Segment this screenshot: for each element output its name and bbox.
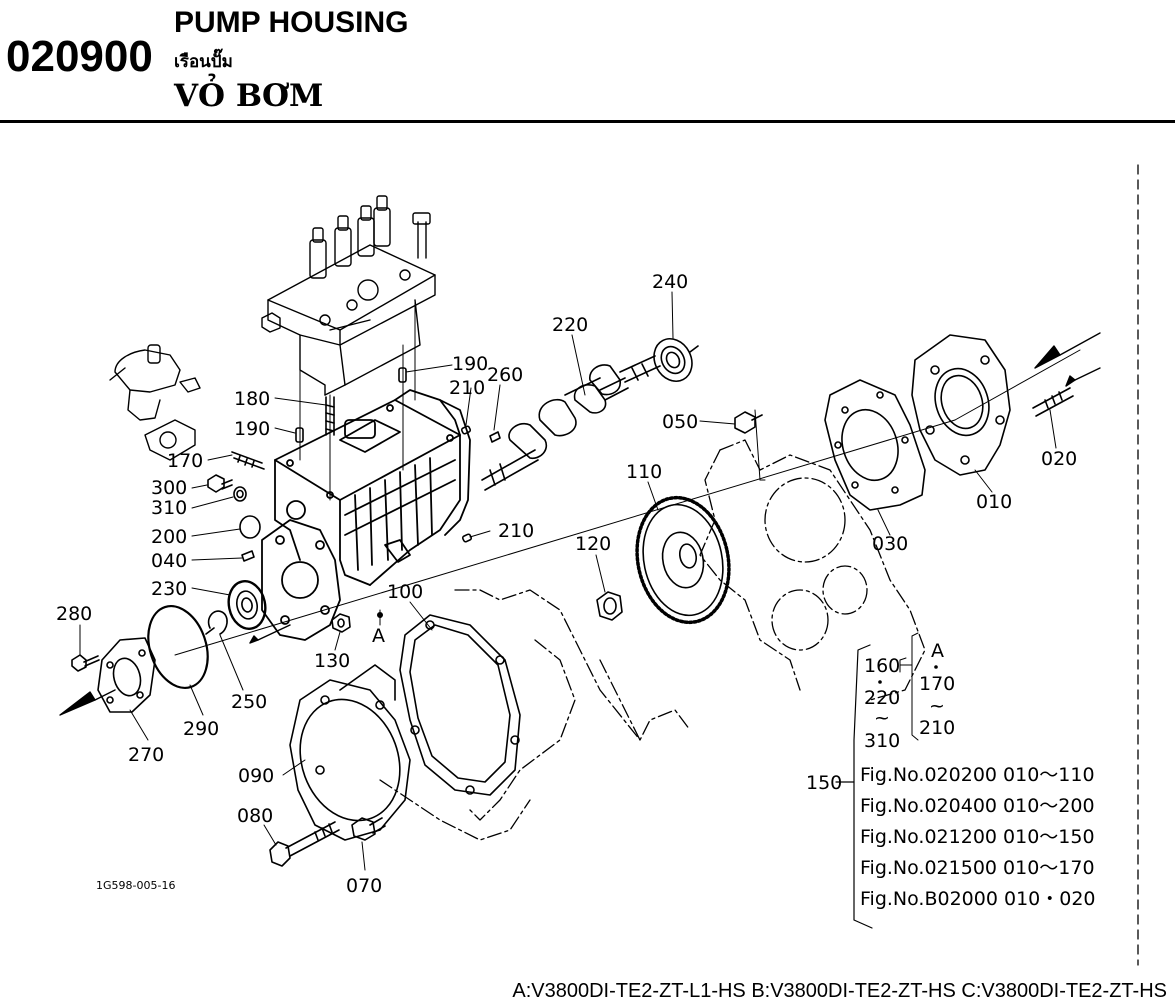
direction-arrows [59,332,1101,716]
callout-190-upper: 190 [452,353,488,375]
cover-010 [911,334,1011,476]
bolt-050 [734,411,763,434]
callout-100: 100 [387,581,423,603]
part-group-code: 020900 [6,32,153,81]
callout-110: 110 [626,461,662,483]
callout-190-lower: 190 [234,418,270,440]
callout-120: 120 [575,533,611,555]
leader-lines [79,291,1057,871]
callout-250: 250 [231,691,267,713]
pump-housing [261,389,471,641]
page-header: 020900 PUMP HOUSING เรือนปั๊ม VỎ BƠM [0,0,1175,125]
legend-fig-row-2: Fig.No.020400 010～200 [860,795,1095,817]
reference-legend: 160 220 ~ 310 A 170 ~ 210 150 Fig.No.020… [806,632,1096,929]
o-ring-290 [147,605,209,689]
title-vietnamese: VỎ BƠM [174,78,324,114]
callout-290: 290 [183,718,219,740]
title-english: PUMP HOUSING [174,6,409,39]
model-applicability-footer: A:V3800DI-TE2-ZT-L1-HS B:V3800DI-TE2-ZT-… [512,980,1167,1002]
callout-170: 170 [167,450,203,472]
callout-270: 270 [128,744,164,766]
point-a-marker [377,612,383,618]
title-thai: เรือนปั๊ม [174,52,233,72]
callout-020: 020 [1041,448,1077,470]
legend-fig-row-3: Fig.No.021200 010～150 [860,826,1095,848]
callout-230: 230 [151,578,187,600]
legend-tilde-1: ~ [874,707,890,729]
drawing-id: 1G598-005-16 [96,879,175,892]
exploded-parts-diagram: 240 220 190 210 260 180 190 170 300 310 … [56,164,1139,966]
pump-barrels [309,195,391,279]
callout-260: 260 [487,364,523,386]
legend-160: 160 [864,655,900,677]
callout-080: 080 [237,805,273,827]
alignment-lines [299,299,766,501]
gasket-100 [399,614,521,796]
callout-210-lower: 210 [498,520,534,542]
callout-labels: 240 220 190 210 260 180 190 170 300 310 … [56,271,1077,897]
legend-fig-row-5: Fig.No.B02000 010・020 [860,888,1096,910]
bearing-230 [227,580,267,630]
bolt-080 [269,821,340,867]
shaft-center-line [174,419,956,656]
housing-090 [289,664,411,841]
stud-020 [1032,387,1074,417]
gear-110 [635,495,731,625]
callout-030: 030 [872,533,908,555]
callout-300: 300 [151,477,187,499]
callout-280: 280 [56,603,92,625]
legend-tilde-2: ~ [929,695,945,717]
circlip-250 [205,610,228,635]
legend-220: 220 [864,687,900,709]
callout-090: 090 [238,765,274,787]
legend-fig-row-1: Fig.No.020200 010～110 [860,764,1095,786]
legend-a: A [931,640,944,662]
callout-210-upper: 210 [449,377,485,399]
callout-200: 200 [151,526,187,548]
callout-130: 130 [314,650,350,672]
legend-fig-row-4: Fig.No.021500 010～170 [860,857,1095,879]
callout-240: 240 [652,271,688,293]
callout-180: 180 [234,388,270,410]
callout-310: 310 [151,497,187,519]
callout-a: A [372,625,385,647]
gear-case-phantom [379,439,926,841]
legend-310: 310 [864,730,900,752]
header-rule [0,120,1175,123]
bearing-240 [653,338,699,382]
gasket-030 [824,379,926,511]
camshaft [481,355,661,491]
callout-220: 220 [552,314,588,336]
callout-010: 010 [976,491,1012,513]
callout-040: 040 [151,550,187,572]
injection-pump-phantom [261,195,436,396]
legend-170: 170 [919,673,955,695]
callout-050: 050 [662,411,698,433]
feed-pump [109,344,201,461]
bolt-070 [351,817,386,841]
callout-070: 070 [346,875,382,897]
legend-210: 210 [919,717,955,739]
cover-plate-270 [97,637,156,713]
nut-120 [596,591,623,621]
legend-150: 150 [806,772,842,794]
